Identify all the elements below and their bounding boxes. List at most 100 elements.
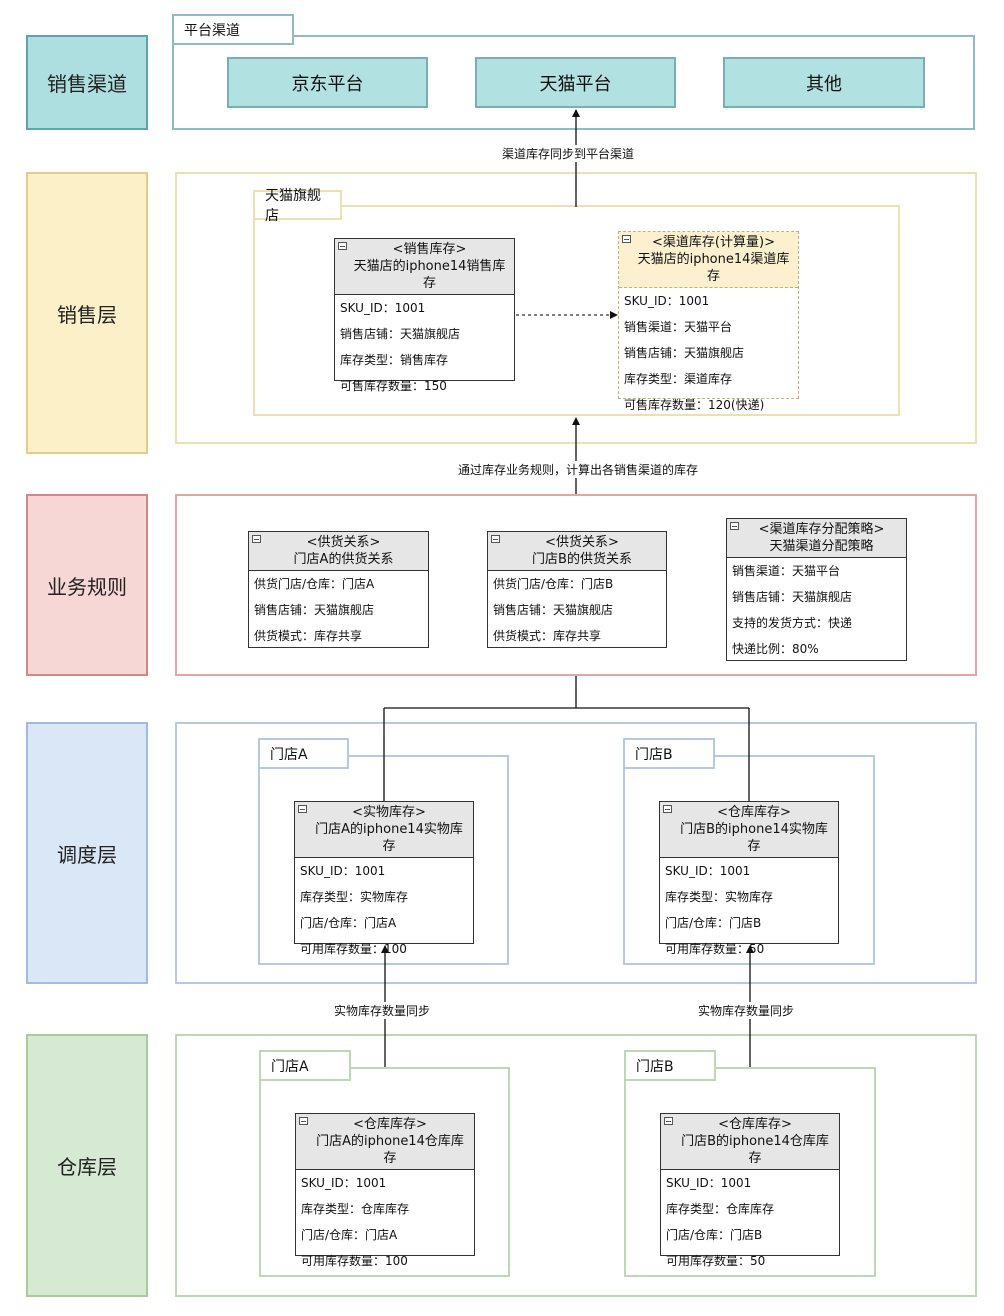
card-row: 可用库存数量：100: [301, 1254, 408, 1268]
card-title: 门店A的供货关系: [293, 552, 394, 567]
card-stereotype: <仓库库存>: [717, 805, 791, 820]
card-row: 销售渠道：天猫平台: [732, 564, 841, 578]
card-title: 天猫店的iphone14销售库存: [353, 259, 506, 291]
supply-b-card: <供货关系> 门店B的供货关系 供货门店/仓库：门店B 销售店铺：天猫旗舰店 供…: [487, 531, 667, 648]
sales-store-tab: 天猫旗舰店: [253, 188, 342, 224]
strategy-card-header: <渠道库存分配策略> 天猫渠道分配策略: [727, 519, 906, 558]
layer-label-warehouse: 仓库层: [26, 1034, 148, 1297]
collapse-icon[interactable]: [298, 805, 307, 813]
warehouse-store-a-label: 门店A: [271, 1058, 309, 1075]
card-row: SKU_ID：1001: [624, 294, 710, 308]
card-row: 供货模式：库存共享: [493, 629, 602, 643]
card-row: 库存类型：销售库存: [340, 353, 449, 367]
channel-group-label: 平台渠道: [184, 22, 240, 39]
card-row: 销售店铺：天猫旗舰店: [624, 346, 745, 360]
collapse-icon[interactable]: [664, 1117, 673, 1125]
card-row: 库存类型：渠道库存: [624, 372, 733, 386]
supply-b-card-header: <供货关系> 门店B的供货关系: [488, 532, 666, 571]
card-row: 门店/仓库：门店A: [300, 916, 397, 930]
channel-jd-label: 京东平台: [291, 73, 364, 95]
channel-tmall: 天猫平台: [475, 57, 676, 108]
layer-label-warehouse-text: 仓库层: [57, 1155, 117, 1179]
card-title: 门店B的iphone14实物库存: [680, 822, 828, 854]
card-row: 销售店铺：天猫旗舰店: [254, 603, 375, 617]
card-stereotype: <仓库库存>: [353, 1117, 427, 1132]
warehouse-a-card: <仓库库存> 门店A的iphone14仓库库存 SKU_ID：1001 库存类型…: [295, 1113, 475, 1268]
channel-other-label: 其他: [806, 73, 842, 95]
card-row: 库存类型：实物库存: [665, 890, 774, 904]
channel-other: 其他: [723, 57, 925, 108]
layer-label-dispatch-text: 调度层: [57, 842, 117, 867]
channel-jd: 京东平台: [227, 57, 428, 108]
collapse-icon[interactable]: [663, 805, 672, 813]
card-stereotype: <供货关系>: [306, 535, 381, 550]
collapse-icon[interactable]: [338, 242, 347, 250]
channel-group-tab: 平台渠道: [172, 14, 294, 45]
sales-stock-card: <销售库存> 天猫店的iphone14销售库存 SKU_ID：1001 销售店铺…: [334, 238, 515, 393]
card-title: 门店A的iphone14实物库存: [315, 822, 463, 854]
collapse-icon[interactable]: [252, 535, 261, 543]
card-row: 供货模式：库存共享: [254, 629, 363, 643]
warehouse-store-b-label: 门店B: [636, 1058, 674, 1075]
card-row: SKU_ID：1001: [301, 1176, 387, 1190]
card-title: 门店B的iphone14仓库库存: [681, 1134, 829, 1166]
edge-label-sync-a: 实物库存数量同步: [332, 1002, 433, 1019]
card-row: 快递比例：80%: [732, 642, 819, 656]
card-title: 天猫店的iphone14渠道库存: [637, 252, 790, 284]
card-stereotype: <供货关系>: [545, 535, 619, 550]
card-title: 门店A的iphone14仓库库存: [316, 1134, 464, 1166]
card-stereotype: <渠道库存分配策略>: [758, 522, 885, 537]
supply-a-card: <供货关系> 门店A的供货关系 供货门店/仓库：门店A 销售店铺：天猫旗舰店 供…: [248, 531, 429, 648]
edge-label-sync-to-platform: 渠道库存同步到平台渠道: [500, 145, 637, 162]
card-row: 门店/仓库：门店B: [666, 1228, 763, 1242]
sales-stock-card-header: <销售库存> 天猫店的iphone14销售库存: [335, 239, 514, 295]
warehouse-b-card: <仓库库存> 门店B的iphone14仓库库存 SKU_ID：1001 库存类型…: [660, 1113, 840, 1268]
card-row: SKU_ID：1001: [665, 864, 751, 878]
card-row: SKU_ID：1001: [340, 301, 426, 315]
card-row: 可售库存数量：120(快递): [624, 398, 765, 412]
warehouse-store-b-tab: 门店B: [624, 1050, 716, 1081]
channel-stock-card: <渠道库存(计算量)> 天猫店的iphone14渠道库存 SKU_ID：1001…: [618, 231, 799, 412]
supply-a-card-header: <供货关系> 门店A的供货关系: [249, 532, 428, 571]
card-row: 可用库存数量：50: [665, 942, 765, 956]
card-row: 销售店铺：天猫旗舰店: [340, 327, 461, 341]
card-stereotype: <渠道库存(计算量)>: [652, 235, 775, 250]
physical-b-card: <仓库库存> 门店B的iphone14实物库存 SKU_ID：1001 库存类型…: [659, 801, 839, 956]
physical-a-card-header: <实物库存> 门店A的iphone14实物库存: [295, 802, 473, 858]
card-row: SKU_ID：1001: [300, 864, 386, 878]
card-row: 可售库存数量：150: [340, 379, 447, 393]
card-title: 门店B的供货关系: [532, 552, 632, 567]
card-row: 库存类型：仓库库存: [301, 1202, 410, 1216]
strategy-card: <渠道库存分配策略> 天猫渠道分配策略 销售渠道：天猫平台 销售店铺：天猫旗舰店…: [726, 518, 907, 661]
card-row: 支持的发货方式：快递: [732, 616, 853, 630]
card-title: 天猫渠道分配策略: [769, 539, 874, 554]
sales-store-label: 天猫旗舰店: [265, 188, 321, 224]
card-stereotype: <实物库存>: [352, 805, 426, 820]
channel-stock-card-header: <渠道库存(计算量)> 天猫店的iphone14渠道库存: [619, 232, 798, 288]
layer-label-channel: 销售渠道: [26, 35, 148, 130]
card-row: 销售渠道：天猫平台: [624, 320, 733, 334]
card-row: 可用库存数量：100: [300, 942, 407, 956]
channel-tmall-label: 天猫平台: [539, 73, 612, 95]
dispatch-store-a-label: 门店A: [270, 746, 308, 763]
collapse-icon[interactable]: [622, 235, 631, 243]
warehouse-b-card-header: <仓库库存> 门店B的iphone14仓库库存: [661, 1114, 839, 1170]
dispatch-store-b-label: 门店B: [635, 746, 673, 763]
dispatch-store-a-tab: 门店A: [258, 738, 349, 769]
physical-a-card: <实物库存> 门店A的iphone14实物库存 SKU_ID：1001 库存类型…: [294, 801, 474, 956]
card-row: 销售店铺：天猫旗舰店: [732, 590, 853, 604]
layer-label-rules-text: 业务规则: [47, 574, 127, 599]
edge-label-compute-by-rules: 通过库存业务规则，计算出各销售渠道的库存: [456, 461, 701, 478]
collapse-icon[interactable]: [730, 522, 739, 530]
collapse-icon[interactable]: [491, 535, 500, 543]
warehouse-store-a-tab: 门店A: [259, 1050, 351, 1081]
card-row: 库存类型：实物库存: [300, 890, 409, 904]
collapse-icon[interactable]: [299, 1117, 308, 1125]
layer-label-sales-text: 销售层: [57, 302, 117, 327]
card-stereotype: <仓库库存>: [718, 1117, 792, 1132]
card-row: 库存类型：仓库库存: [666, 1202, 775, 1216]
card-row: 供货门店/仓库：门店B: [493, 577, 614, 591]
layer-label-sales: 销售层: [26, 172, 148, 454]
edge-label-sync-b: 实物库存数量同步: [696, 1002, 797, 1019]
card-row: 门店/仓库：门店A: [301, 1228, 398, 1242]
